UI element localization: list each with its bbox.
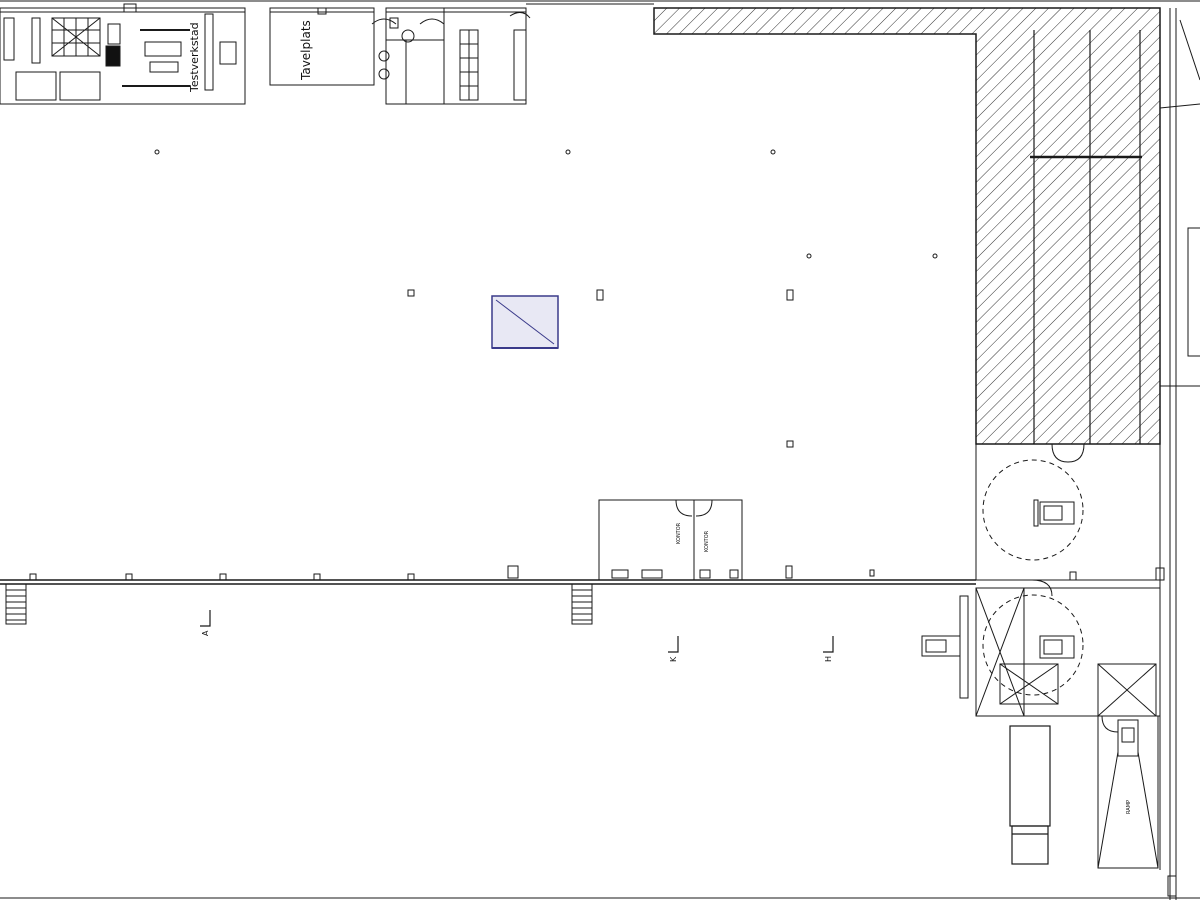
section-markers xyxy=(200,610,834,653)
south-wall xyxy=(0,565,976,585)
label-testverkstad: Testverkstad xyxy=(188,22,201,93)
hatched-storage-zone xyxy=(653,7,1161,445)
loading-area xyxy=(975,443,1165,597)
section-marker-k: K xyxy=(669,656,678,662)
testverkstad-room xyxy=(0,3,246,105)
kontor-offices xyxy=(598,499,743,581)
right-corridor xyxy=(1159,8,1200,900)
wc-storage-block xyxy=(371,7,531,105)
dock-area xyxy=(921,587,1161,717)
columns xyxy=(154,149,938,448)
section-marker-h: H xyxy=(824,656,833,662)
label-tavelplats: Tavelplats xyxy=(299,20,313,81)
bottom-border xyxy=(0,875,1200,899)
section-marker-a: A xyxy=(201,630,210,636)
ramp xyxy=(1097,715,1159,869)
stair-left xyxy=(5,583,27,625)
label-ramp: RAMP xyxy=(1126,800,1132,814)
label-kontor-2: KONTOR xyxy=(704,530,710,552)
top-wall xyxy=(0,0,1200,5)
stair-middle xyxy=(571,583,593,625)
tavelplats-room xyxy=(269,7,375,86)
label-kontor-1: KONTOR xyxy=(676,522,682,544)
central-unit xyxy=(491,295,559,349)
rack-lines xyxy=(1030,30,1142,444)
truck xyxy=(1009,725,1051,865)
